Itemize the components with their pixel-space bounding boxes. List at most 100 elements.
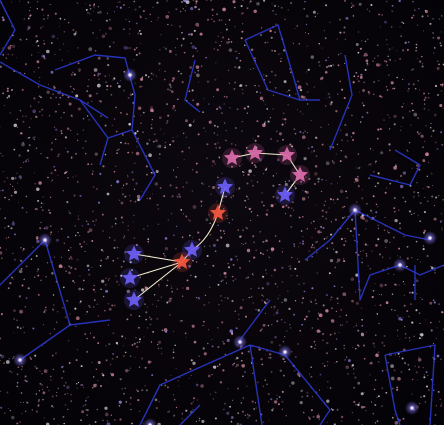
active-constellation-stars[interactable] [120, 143, 310, 310]
background-star [7, 46, 12, 50]
background-star [211, 338, 213, 341]
background-star [171, 79, 174, 82]
background-star [268, 256, 271, 259]
constellation-star-12[interactable] [125, 291, 143, 307]
constellation-star-6[interactable] [216, 178, 234, 194]
background-star [6, 391, 9, 394]
background-star [355, 201, 358, 203]
background-star [222, 7, 226, 12]
background-star [319, 373, 322, 376]
background-star [84, 404, 87, 406]
background-star [252, 302, 255, 304]
background-star [203, 245, 206, 248]
background-star [41, 388, 44, 391]
background-star [141, 76, 144, 79]
background-star [208, 103, 210, 105]
background-star [266, 41, 269, 44]
background-star [41, 209, 44, 212]
background-star [8, 198, 10, 201]
background-star [36, 40, 39, 43]
background-star [124, 142, 127, 145]
background-star [417, 214, 419, 216]
background-star [192, 361, 196, 366]
constellation-star-8[interactable] [183, 241, 201, 257]
background-star [422, 146, 424, 149]
constellation-line [184, 59, 201, 113]
background-star [40, 206, 42, 208]
background-star [123, 28, 125, 31]
background-star [172, 351, 175, 354]
constellation-star-11[interactable] [121, 269, 139, 285]
background-star [315, 155, 318, 158]
background-star [308, 310, 311, 313]
background-star [149, 197, 152, 200]
background-star [188, 377, 190, 380]
background-star [391, 293, 394, 295]
background-star [220, 19, 223, 21]
background-star [268, 356, 270, 359]
background-star [306, 83, 308, 86]
background-star [282, 118, 284, 120]
background-star [24, 160, 28, 163]
background-star [158, 62, 161, 65]
background-star [93, 4, 95, 7]
background-star [237, 66, 241, 70]
background-star [380, 294, 383, 296]
background-star [63, 172, 66, 175]
background-star [356, 167, 358, 169]
background-star [12, 358, 14, 360]
background-star [278, 240, 281, 242]
background-star [141, 85, 143, 88]
constellation-star-2[interactable] [246, 144, 264, 160]
constellation-star-4[interactable] [291, 166, 309, 182]
background-star [155, 75, 157, 77]
background-star [147, 360, 151, 364]
background-star [218, 310, 221, 312]
background-star [22, 115, 24, 118]
background-star [287, 104, 289, 106]
background-star [110, 184, 113, 187]
background-star [150, 341, 153, 343]
background-star [128, 33, 130, 35]
background-star [331, 160, 334, 162]
background-star [164, 237, 168, 240]
background-star [346, 196, 348, 199]
background-star [176, 98, 179, 101]
background-star [355, 324, 358, 327]
background-star [441, 227, 443, 229]
background-star [251, 273, 254, 275]
constellation-star-3[interactable] [278, 146, 296, 162]
constellation-star-1[interactable] [223, 149, 241, 165]
background-star [18, 175, 22, 179]
background-star [118, 400, 122, 404]
constellation-star-10[interactable] [125, 245, 143, 261]
background-star [217, 224, 219, 227]
background-star [370, 361, 373, 365]
bright-star [428, 236, 432, 240]
background-star [355, 71, 358, 74]
background-star [135, 53, 138, 56]
background-star [369, 162, 372, 166]
background-star [74, 282, 76, 284]
background-star [264, 312, 267, 315]
constellation-star-5[interactable] [276, 186, 294, 202]
background-star [397, 377, 401, 381]
background-star [352, 368, 355, 370]
background-star [314, 227, 317, 230]
background-star [426, 185, 428, 188]
background-star [393, 369, 396, 372]
background-star [431, 195, 434, 198]
background-star [270, 204, 274, 208]
background-star [399, 256, 401, 258]
background-star [307, 196, 310, 198]
background-star [386, 89, 389, 91]
background-star [56, 391, 58, 394]
background-star [399, 338, 401, 341]
constellation-star-9[interactable] [173, 253, 191, 269]
background-star [346, 157, 348, 159]
constellation-star-7[interactable] [209, 204, 227, 220]
background-star [0, 152, 2, 154]
background-star [64, 18, 66, 21]
